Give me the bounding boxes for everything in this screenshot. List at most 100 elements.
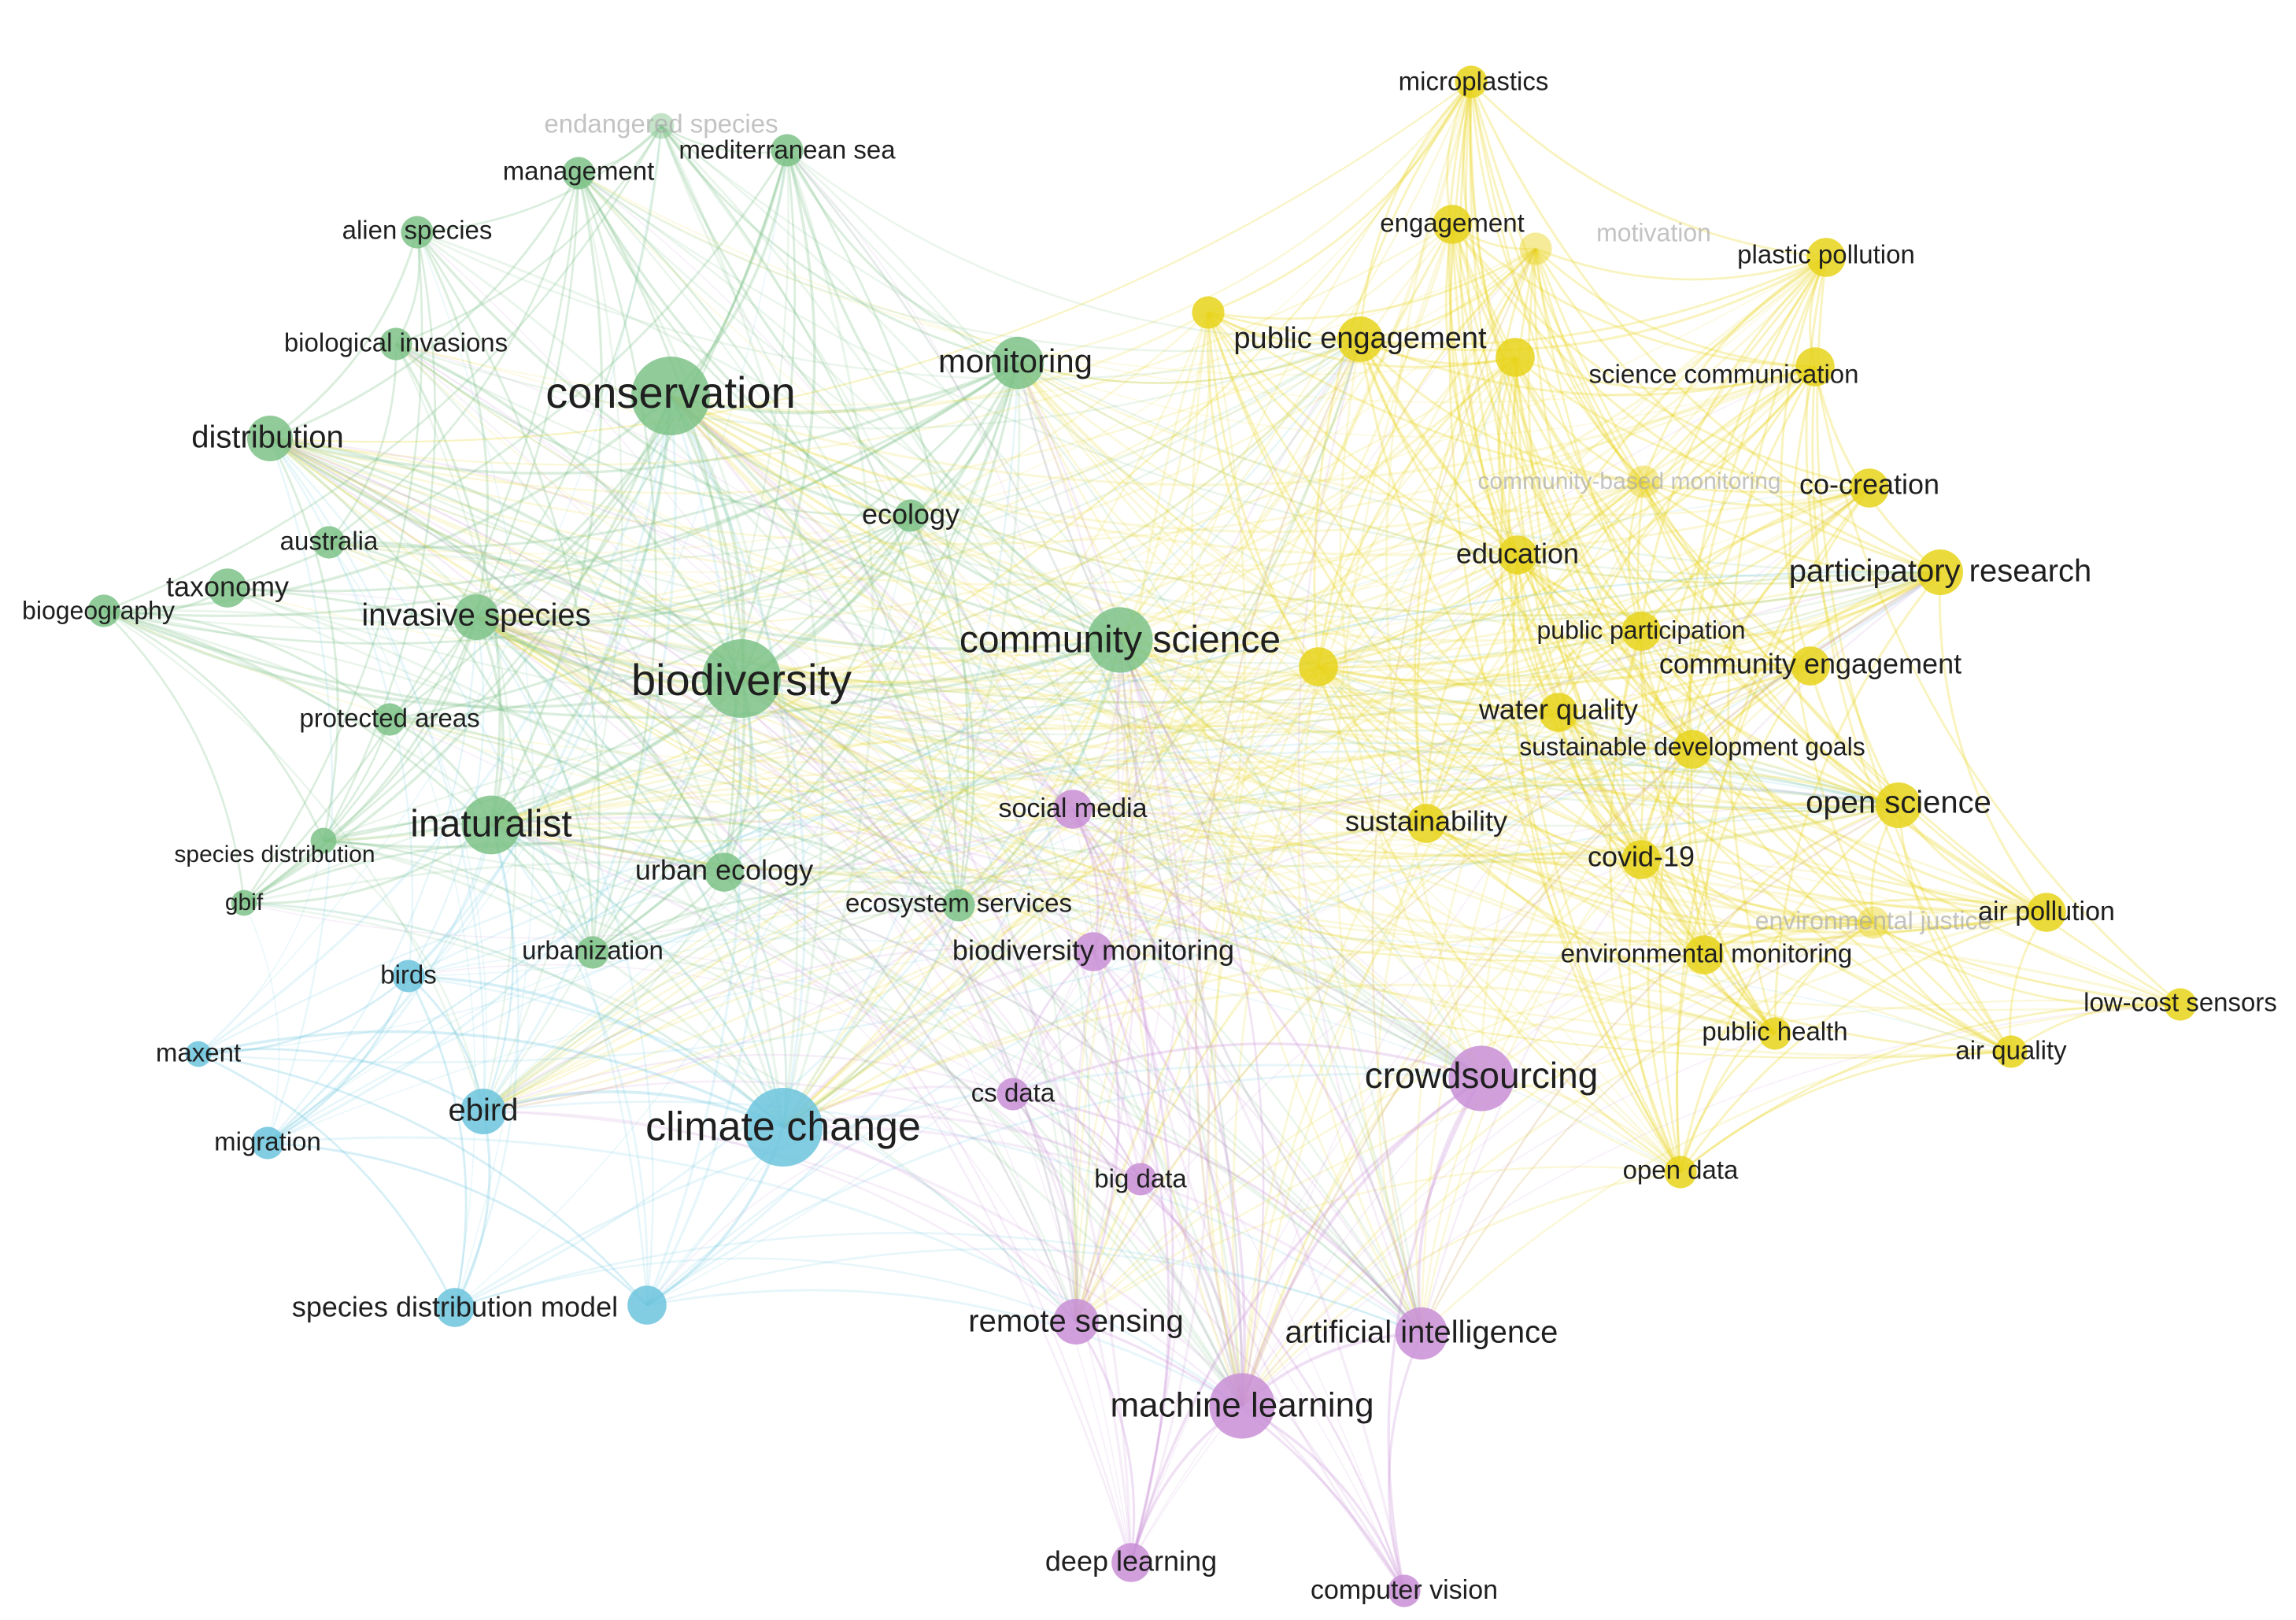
node-biological-invasions[interactable] <box>379 327 412 361</box>
edge-artificial_intelligence-social_media <box>1072 808 1423 1334</box>
node-biodiversity[interactable] <box>702 639 781 718</box>
node-science-communication[interactable] <box>1795 347 1835 387</box>
node-birds[interactable] <box>392 960 425 993</box>
edge-distribution-species_distribution <box>268 438 339 841</box>
label-biodiversity-monitoring: biodiversity monitoring <box>952 934 1234 967</box>
node-biogeography[interactable] <box>87 594 120 627</box>
node-community-based-monitoring[interactable] <box>1627 465 1660 498</box>
node-public-participation[interactable] <box>1621 612 1661 651</box>
edge-yellow_community_science-artificial_intelligence <box>1297 666 1423 1334</box>
node-yellow-hub[interactable] <box>1496 338 1535 377</box>
edge-air_quality-monitoring <box>1016 362 2012 1053</box>
edge-distribution-management <box>269 172 580 440</box>
edge-science_communication-sustainability <box>1425 365 1816 824</box>
node-open-science[interactable] <box>1876 782 1921 828</box>
node-community-science[interactable] <box>1087 607 1153 673</box>
node-environmental-justice[interactable] <box>1857 906 1890 939</box>
node-species-distribution[interactable] <box>310 827 337 854</box>
edge-inaturalist-gbif <box>243 823 492 904</box>
edge-community_science-distribution <box>269 437 1121 651</box>
node-yellow-upper-left[interactable] <box>1192 296 1225 329</box>
node-participatory-research[interactable] <box>1917 549 1963 595</box>
node-big-data[interactable] <box>1124 1163 1157 1196</box>
edge-water_quality-open_science <box>1558 711 1899 808</box>
edge-public_health-conservation <box>669 394 1776 1035</box>
edge-inaturalist-artificial_intelligence <box>490 823 1422 1334</box>
node-yellow-community-science[interactable] <box>1299 647 1338 686</box>
node-microplastics[interactable] <box>1455 65 1488 98</box>
label-social-media: social media <box>999 793 1148 823</box>
node-community-engagement[interactable] <box>1791 646 1830 686</box>
edge-low_cost_sensors-distribution <box>269 438 2181 1012</box>
edge-microplastics-distribution <box>269 81 1472 443</box>
edge-monitoring-climate_change <box>782 362 1021 1128</box>
node-mediterranean-sea[interactable] <box>771 134 804 167</box>
node-management[interactable] <box>562 157 595 190</box>
edge-public_participation-conservation <box>670 394 1642 642</box>
node-cs-data[interactable] <box>996 1078 1030 1111</box>
edge-public_health-climate_change <box>782 983 1776 1129</box>
node-biodiversity-monitoring[interactable] <box>1074 932 1113 971</box>
node-ecology[interactable] <box>894 499 927 532</box>
node-deep-learning[interactable] <box>1111 1543 1151 1582</box>
node-climate-change[interactable] <box>744 1088 823 1167</box>
node-low-cost-sensors[interactable] <box>2164 988 2197 1021</box>
label-species-distribution: species distribution <box>174 841 375 867</box>
node-air-pollution[interactable] <box>2027 893 2066 932</box>
node-computer-vision[interactable] <box>1388 1574 1421 1607</box>
edge-biodiversity-mediterranean_sea <box>740 150 816 679</box>
node-endangered-species[interactable] <box>648 113 675 139</box>
node-crowdsourcing[interactable] <box>1448 1045 1514 1111</box>
node-public-engagement[interactable] <box>1337 316 1383 362</box>
edge-covid_19-remote_sensing <box>1075 859 1642 1322</box>
edge-invasive_species-air_quality <box>475 616 2012 1059</box>
node-social-media[interactable] <box>1053 790 1093 829</box>
node-protected-areas[interactable] <box>373 703 406 736</box>
edge-low_cost_sensors-open_data <box>1680 1003 2181 1174</box>
node-ebird[interactable] <box>460 1089 506 1134</box>
node-public-health[interactable] <box>1758 1017 1791 1050</box>
edge-migration-open_science <box>267 778 1899 1145</box>
node-co-creation[interactable] <box>1850 468 1889 508</box>
node-air-quality[interactable] <box>1995 1035 2028 1068</box>
node-machine-learning[interactable] <box>1209 1373 1275 1439</box>
node-ecosystem-services[interactable] <box>942 889 975 922</box>
node-gbif[interactable] <box>231 890 257 916</box>
edge-computer_vision-community_science <box>1116 639 1406 1592</box>
edge-cs_data-big_data <box>1012 1093 1142 1180</box>
edge-species_distribution-artificial_intelligence <box>323 839 1422 1334</box>
node-covid-19[interactable] <box>1621 840 1661 879</box>
node-sustainable-development-goals[interactable] <box>1673 730 1712 769</box>
node-species-distribution-model[interactable] <box>435 1288 475 1327</box>
node-remote-sensing[interactable] <box>1053 1299 1099 1344</box>
node-distribution[interactable] <box>247 416 293 461</box>
node-invasive-species[interactable] <box>453 594 499 640</box>
node-maxent[interactable] <box>185 1041 212 1067</box>
node-plastic-pollution[interactable] <box>1806 238 1846 277</box>
edge-air_quality-biodiversity <box>741 677 2012 1057</box>
node-urbanization[interactable] <box>576 936 609 969</box>
node-inaturalist[interactable] <box>461 795 521 855</box>
node-open-data[interactable] <box>1664 1156 1697 1189</box>
node-motivation[interactable] <box>1519 232 1552 265</box>
edge-low_cost_sensors-machine_learning <box>1241 1004 2181 1407</box>
node-migration[interactable] <box>251 1126 284 1160</box>
node-sustainability[interactable] <box>1407 804 1446 843</box>
node-conservation[interactable] <box>631 357 710 435</box>
node-education[interactable] <box>1498 535 1537 575</box>
node-artificial-intelligence[interactable] <box>1395 1307 1448 1360</box>
node-water-quality[interactable] <box>1539 693 1578 732</box>
edge-education-sustainable_development_goals <box>1516 554 1693 751</box>
edge-invasive_species-machine_learning <box>475 616 1244 1407</box>
edge-crowdsourcing-artificial_intelligence <box>1417 1077 1483 1334</box>
node-urban-ecology[interactable] <box>704 853 744 892</box>
edge-plastic_pollution-open_science <box>1805 257 1900 806</box>
node-engagement[interactable] <box>1433 205 1472 244</box>
node-alien-species[interactable] <box>401 216 434 249</box>
node-taxonomy[interactable] <box>208 568 247 608</box>
node-monitoring[interactable] <box>991 336 1044 390</box>
node-australia[interactable] <box>312 526 346 559</box>
node-environmental-monitoring[interactable] <box>1684 935 1724 975</box>
edge-public_engagement-monitoring <box>1017 338 1361 384</box>
node-sdm-right[interactable] <box>627 1285 667 1325</box>
